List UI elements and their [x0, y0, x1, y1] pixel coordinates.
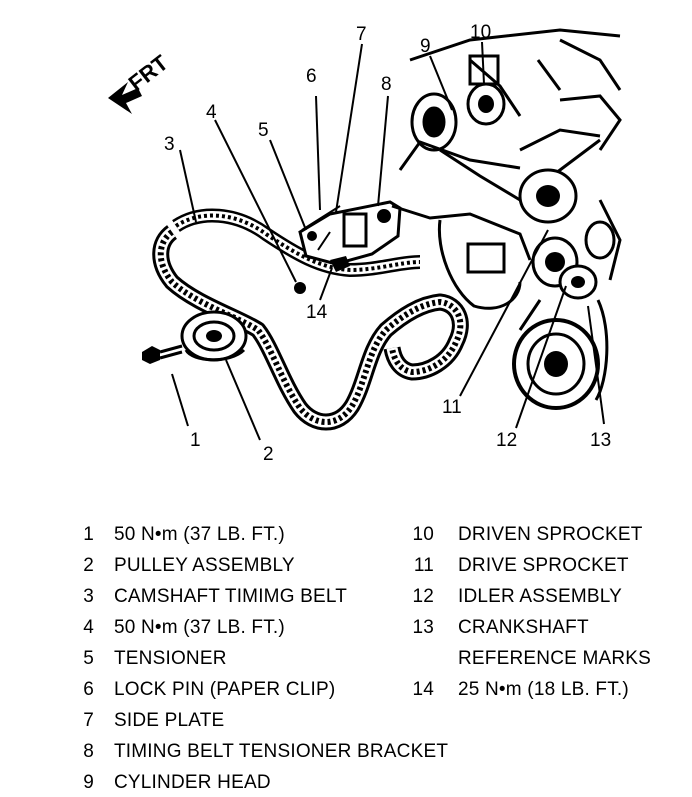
callout-14: 14	[306, 302, 328, 323]
legend-label: LOCK PIN (PAPER CLIP)	[114, 679, 336, 700]
callout-2: 2	[263, 444, 274, 465]
legend-label: CYLINDER HEAD	[114, 772, 271, 793]
legend-number: 11	[413, 555, 434, 576]
legend-number: 4	[83, 617, 94, 638]
legend-number: 14	[412, 679, 434, 700]
driven-sprocket	[466, 54, 506, 126]
timing-belt-diagram: FRT	[108, 22, 622, 465]
legend-label: 25 N•m (18 LB. FT.)	[458, 679, 629, 700]
legend-label: CRANKSHAFT	[458, 617, 589, 638]
crankshaft-pulley	[512, 299, 609, 410]
legend-number: 6	[83, 679, 94, 700]
tensioner-assembly	[294, 200, 402, 294]
legend-number: 8	[83, 741, 94, 762]
legend-label: IDLER ASSEMBLY	[458, 586, 623, 607]
legend-number: 3	[83, 586, 94, 607]
legend-number: 13	[412, 617, 434, 638]
legend: 1 50 N•m (37 LB. FT.) 2 PULLEY ASSEMBLY …	[0, 524, 692, 797]
front-direction-label: FRT	[124, 50, 174, 96]
legend-label: DRIVEN SPROCKET	[458, 524, 643, 545]
legend-label: CAMSHAFT TIMIMG BELT	[114, 586, 348, 607]
drive-sprocket	[558, 264, 598, 300]
legend-number: 12	[412, 586, 434, 607]
legend-number: 7	[83, 710, 94, 731]
callout-6: 6	[306, 66, 317, 87]
legend-label: TIMING BELT TENSIONER BRACKET	[114, 741, 449, 762]
leader-lines	[171, 41, 605, 441]
pulley-bolt	[142, 344, 183, 364]
camshaft-sprocket-right	[518, 168, 578, 224]
legend-label: 50 N•m (37 LB. FT.)	[114, 524, 285, 545]
callout-4: 4	[206, 102, 217, 123]
legend-number: 2	[83, 555, 94, 576]
callout-13: 13	[590, 430, 611, 451]
callout-5: 5	[258, 120, 269, 141]
legend-label: 50 N•m (37 LB. FT.)	[114, 617, 285, 638]
engine-block	[391, 28, 622, 310]
callout-3: 3	[164, 134, 175, 155]
front-direction-arrow: FRT	[108, 50, 173, 114]
legend-label: TENSIONER	[114, 648, 227, 669]
callout-7: 7	[356, 24, 367, 45]
camshaft-timing-belt	[152, 208, 469, 431]
legend-number: 10	[412, 524, 434, 545]
legend-number: 9	[83, 772, 94, 793]
legend-label: PULLEY ASSEMBLY	[114, 555, 295, 576]
callout-12: 12	[496, 430, 517, 451]
callout-1: 1	[190, 430, 201, 451]
legend-label: REFERENCE MARKS	[458, 648, 652, 669]
legend-number: 5	[83, 648, 94, 669]
callout-11: 11	[442, 397, 462, 418]
legend-number: 1	[83, 524, 94, 545]
pulley-assembly	[180, 310, 248, 362]
legend-label: SIDE PLATE	[114, 710, 225, 731]
callout-10: 10	[470, 22, 491, 43]
callout-9: 9	[420, 36, 431, 57]
legend-label: DRIVE SPROCKET	[458, 555, 629, 576]
callout-8: 8	[381, 74, 392, 95]
